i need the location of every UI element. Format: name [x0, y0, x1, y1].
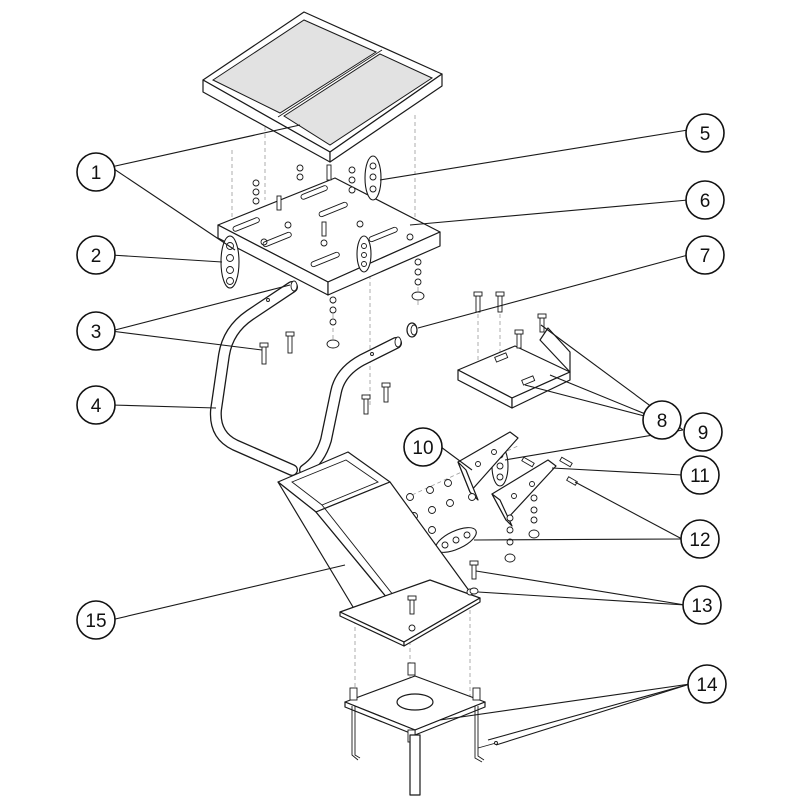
- bolt-stack-e: [411, 258, 425, 301]
- end-cap-part: [406, 322, 418, 338]
- step-plate-part: [217, 177, 441, 296]
- callout-14: 14: [687, 664, 727, 704]
- bolt-stack-d: [276, 195, 328, 247]
- svg-text:8: 8: [657, 411, 668, 432]
- tread-pad-part: [202, 11, 443, 163]
- callout-8: 8: [642, 400, 682, 440]
- svg-text:11: 11: [690, 466, 710, 487]
- callout-6: 6: [685, 180, 725, 220]
- svg-text:1: 1: [91, 163, 102, 184]
- base-plate-part: [344, 662, 498, 796]
- callout-10: 10: [403, 427, 443, 467]
- anchor-fasteners: [469, 560, 479, 595]
- angle-bracket-left-part: [457, 431, 519, 501]
- callout-4: 4: [76, 385, 116, 425]
- svg-text:15: 15: [85, 611, 106, 632]
- handrail-bolts: [259, 331, 391, 415]
- svg-text:10: 10: [412, 438, 433, 459]
- handrail-part: [209, 280, 402, 476]
- svg-text:5: 5: [700, 124, 711, 145]
- callout-11: 11: [680, 455, 720, 495]
- plate-fasteners: [252, 164, 425, 349]
- svg-text:9: 9: [698, 423, 709, 444]
- callout-15: 15: [76, 600, 116, 640]
- bolt-stack-c: [326, 164, 356, 194]
- hardware-group-ovals: [220, 155, 509, 553]
- svg-text:3: 3: [91, 322, 102, 343]
- bolt-stack-a: [252, 179, 260, 205]
- svg-text:4: 4: [91, 396, 102, 417]
- svg-text:2: 2: [91, 246, 102, 267]
- callout-7: 7: [685, 235, 725, 275]
- bolt-stack-b: [296, 164, 304, 181]
- callout-13: 13: [682, 585, 722, 625]
- svg-text:14: 14: [696, 675, 718, 696]
- callout-2: 2: [76, 235, 116, 275]
- callout-12: 12: [680, 519, 720, 559]
- callout-3: 3: [76, 311, 116, 351]
- callout-1: 1: [76, 152, 116, 192]
- callout-bubbles: 1 2 3 4 5 6 7 8: [76, 113, 727, 704]
- mounting-bracket-part: [457, 291, 571, 409]
- bolt-stack-f: [326, 296, 340, 349]
- svg-text:6: 6: [700, 191, 711, 212]
- callout-5: 5: [685, 113, 725, 153]
- support-post-part: [277, 451, 481, 647]
- svg-text:7: 7: [700, 246, 711, 267]
- callout-9: 9: [683, 412, 723, 452]
- svg-text:13: 13: [691, 596, 712, 617]
- svg-text:12: 12: [689, 530, 710, 551]
- bracket-hardware: [406, 456, 578, 563]
